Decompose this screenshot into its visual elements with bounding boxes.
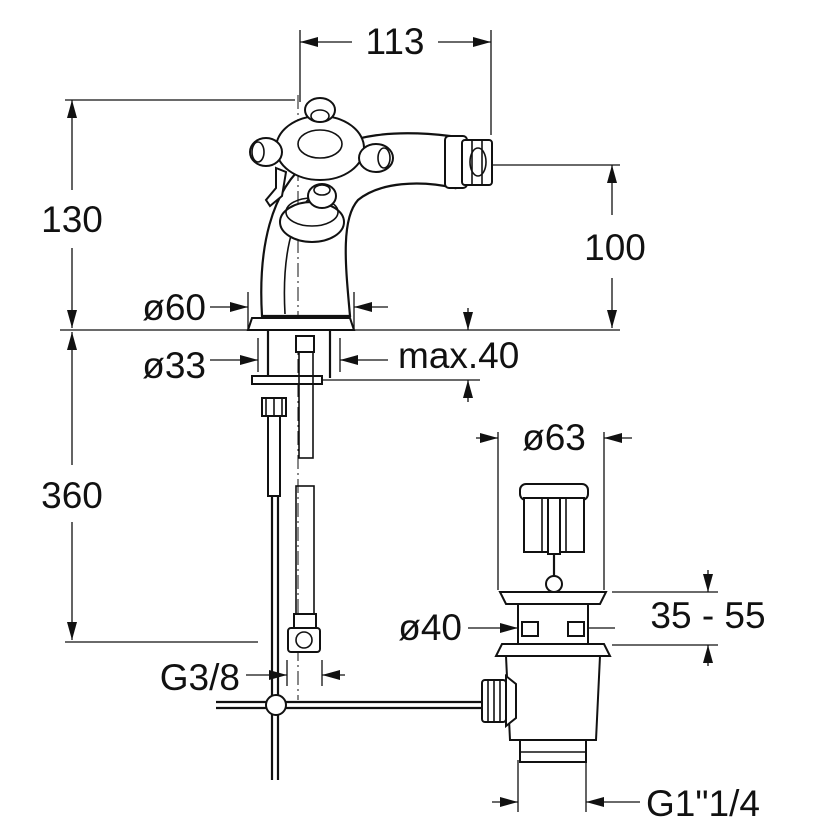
label-height-body: 130 xyxy=(41,199,103,240)
label-max-thickness: max.40 xyxy=(398,335,519,376)
bidet-mixer-tap xyxy=(216,95,612,780)
dimension-lines xyxy=(60,30,718,812)
label-height-below: 360 xyxy=(41,475,103,516)
label-height-spout: 100 xyxy=(584,227,646,268)
label-diameter-popup: ø63 xyxy=(522,417,586,458)
label-thread-waste: G1"1/4 xyxy=(646,783,760,824)
label-diameter-base: ø60 xyxy=(142,287,206,328)
label-diameter-waste: ø40 xyxy=(398,607,462,648)
dimension-labels: 113 130 100 ø60 ø33 max.40 360 ø63 ø40 3… xyxy=(41,21,765,824)
label-width-top: 113 xyxy=(366,21,425,62)
label-range-popup: 35 - 55 xyxy=(650,595,765,636)
label-thread-inlet: G3/8 xyxy=(160,657,240,698)
label-diameter-shank: ø33 xyxy=(142,345,206,386)
